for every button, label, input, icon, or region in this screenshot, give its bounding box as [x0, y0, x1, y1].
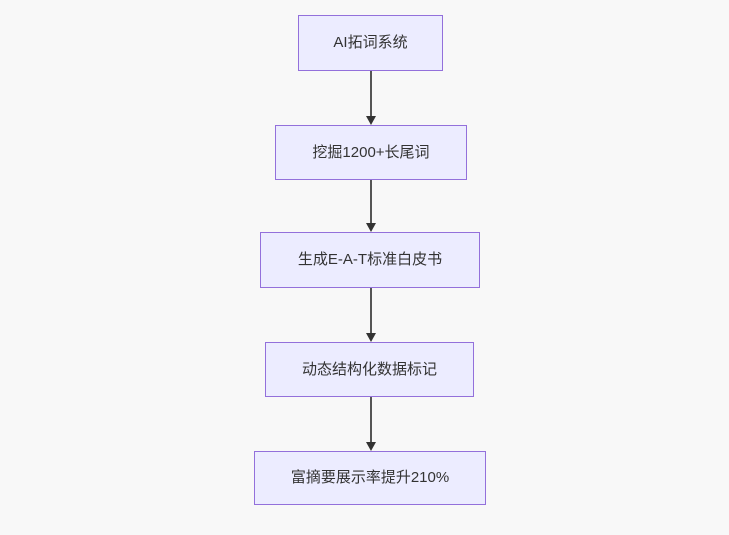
flowchart-arrow-2 — [365, 180, 377, 232]
node-label: AI拓词系统 — [333, 34, 408, 51]
node-label: 富摘要展示率提升210% — [290, 469, 450, 486]
arrow-line — [370, 180, 372, 223]
arrow-line — [370, 71, 372, 116]
node-label: 生成E-A-T标准白皮书 — [297, 251, 443, 268]
node-label: 挖掘1200+长尾词 — [312, 143, 430, 161]
flowchart-node-structured-data-markup: 动态结构化数据标记 — [265, 342, 474, 397]
flowchart-arrow-4 — [365, 397, 377, 451]
arrow-line — [370, 288, 372, 333]
arrow-head-icon — [366, 116, 376, 125]
arrow-head-icon — [366, 333, 376, 342]
arrow-head-icon — [366, 223, 376, 232]
node-label: 动态结构化数据标记 — [301, 360, 437, 378]
flowchart-node-eat-whitepaper: 生成E-A-T标准白皮书 — [260, 232, 480, 288]
flowchart-arrow-1 — [365, 71, 377, 125]
flowchart-node-rich-snippet-uplift: 富摘要展示率提升210% — [254, 451, 486, 505]
flowchart-arrow-3 — [365, 288, 377, 342]
arrow-head-icon — [366, 442, 376, 451]
flowchart-node-longtail-mining: 挖掘1200+长尾词 — [275, 125, 467, 180]
arrow-line — [370, 397, 372, 442]
flowchart-node-ai-expansion-system: AI拓词系统 — [298, 15, 443, 71]
